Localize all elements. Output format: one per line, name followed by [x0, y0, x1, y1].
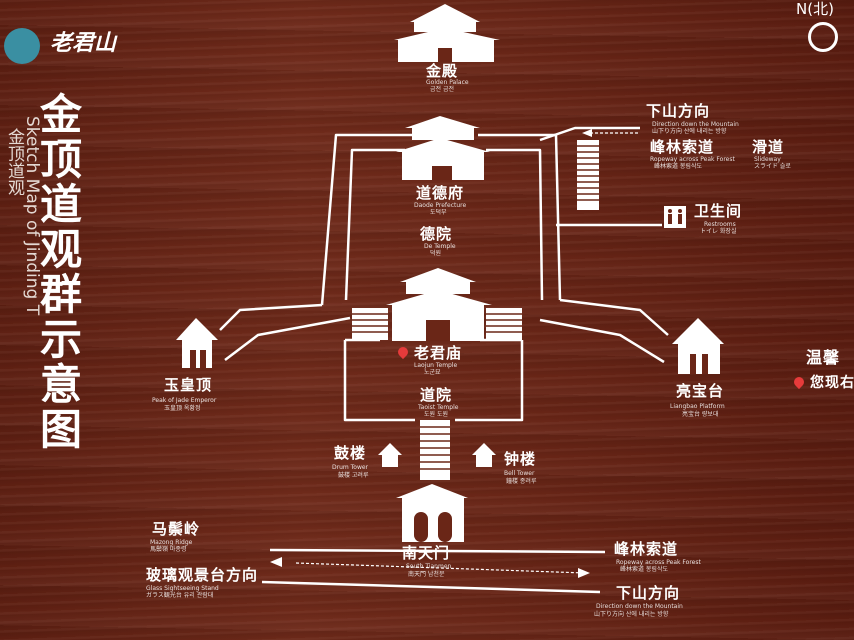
- mountain-logo-icon: [4, 28, 40, 64]
- drum-ko: 鼓楼 고려루: [338, 472, 369, 479]
- laojun-en: Laojun Temple: [414, 362, 458, 369]
- title-char: 示: [39, 315, 82, 364]
- title-char: 图: [39, 405, 82, 454]
- down-mountain-bottom-ko: 山下り方向 산에 내리는 방향: [594, 611, 669, 618]
- slideway-en: Slideway: [754, 156, 781, 163]
- ropeway-bottom-label: 峰林索道: [614, 540, 679, 558]
- drum-label: 鼓楼: [334, 444, 367, 462]
- glass-stand-ko: ガラス観光台 유리 관람대: [146, 592, 214, 599]
- daode-en: Daode Prefecture: [414, 202, 467, 209]
- you-are-here: 您现右: [810, 375, 854, 391]
- ropeway-bottom-ko: 峰林索道 봉림삭도: [620, 566, 668, 573]
- down-mountain-bottom-en: Direction down the Mountain: [596, 603, 683, 610]
- down-mountain-bottom-label: 下山方向: [616, 584, 681, 602]
- de-temple-label: 德院: [420, 225, 453, 243]
- down-mountain-ko: 山下り方向 산에 내리는 방향: [652, 128, 727, 135]
- daode-label: 道德府: [416, 184, 465, 202]
- slideway-label: 滑道: [752, 138, 785, 156]
- laojun-label: 老君庙: [414, 344, 463, 362]
- down-mountain-en: Direction down the Mountain: [652, 121, 739, 128]
- ropeway-label: 峰林索道: [650, 138, 715, 156]
- south-gate-label: 南天门: [402, 544, 451, 562]
- ropeway-en: Ropeway across Peak Forest: [650, 156, 735, 163]
- liangbao-en: Liangbao Platform: [670, 403, 725, 410]
- south-gate-ko: 南天門 남천문: [408, 571, 445, 578]
- vertical-title: 金 顶 道 观 群 示 意 图: [36, 92, 86, 452]
- mazong-ridge-label: 马鬃岭: [152, 520, 201, 538]
- drum-en: Drum Tower: [332, 464, 369, 471]
- daode-ko: 도덕부: [430, 209, 447, 216]
- ropeway-bottom-en: Ropeway across Peak Forest: [616, 559, 701, 566]
- reminder-title: 温馨: [806, 348, 841, 367]
- jade-en: Peak of Jade Emperor: [152, 397, 217, 404]
- golden-palace-label: 金殿: [426, 62, 459, 80]
- golden-palace-en: Golden Palace: [426, 79, 469, 86]
- logo-text: 老君山: [50, 30, 117, 56]
- bell-tower-icon: [472, 443, 496, 467]
- jade-label: 玉皇顶: [164, 376, 213, 394]
- restroom-label: 卫生间: [694, 202, 743, 220]
- title-char: 意: [39, 360, 82, 409]
- taoist-en: Taoist Temple: [418, 404, 459, 411]
- glass-stand-label: 玻璃观景台方向: [146, 566, 259, 584]
- glass-stand-en: Glass Sightseeing Stand: [146, 585, 219, 592]
- drum-tower-icon: [378, 443, 402, 467]
- title-char: 顶: [39, 135, 82, 184]
- compass-label: N(北): [796, 0, 834, 18]
- laojun-ko: 노군묘: [424, 369, 441, 376]
- down-mountain-label: 下山方向: [646, 102, 711, 120]
- compass-north-icon: [808, 22, 838, 52]
- title-char: 道: [39, 180, 82, 229]
- restroom-icon: [664, 206, 686, 228]
- title-char: 群: [39, 270, 82, 319]
- mazong-ridge-ko: 馬鬃嶺 마종령: [150, 546, 187, 553]
- mazong-ridge-en: Mazong Ridge: [150, 539, 193, 546]
- liangbao-pavilion-icon: [672, 318, 724, 374]
- jade-ko: 玉皇顶 옥황정: [164, 405, 201, 412]
- liangbao-label: 亮宝台: [676, 382, 725, 400]
- slideway-ko: スライド 슬로: [754, 163, 791, 170]
- south-gate-icon: [396, 484, 468, 542]
- taoist-label: 道院: [420, 386, 453, 404]
- bell-label: 钟楼: [504, 450, 537, 468]
- title-char: 金: [39, 90, 82, 139]
- liangbao-ko: 亮宝台 량보대: [682, 411, 719, 418]
- ropeway-ko: 峰林索道 봉림삭도: [654, 163, 702, 170]
- de-temple-en: De Temple: [424, 243, 456, 250]
- south-gate-en: South Tianmen: [406, 563, 452, 570]
- subtitle-cn-vertical: 金顶道观: [4, 128, 24, 196]
- golden-palace-ko: 금전 금전: [430, 86, 454, 93]
- restroom-en: Restrooms: [704, 221, 736, 228]
- jade-peak-pavilion-icon: [176, 318, 218, 368]
- bell-ko: 鐘楼 종려루: [506, 478, 537, 485]
- de-temple-ko: 덕원: [430, 250, 442, 257]
- subtitle-en-vertical: Sketch Map of Jinding T: [22, 116, 42, 316]
- taoist-ko: 도원 도원: [424, 411, 448, 418]
- bell-en: Bell Tower: [504, 470, 535, 477]
- title-char: 观: [39, 225, 82, 274]
- restroom-ko: トイレ 화장실: [700, 228, 737, 235]
